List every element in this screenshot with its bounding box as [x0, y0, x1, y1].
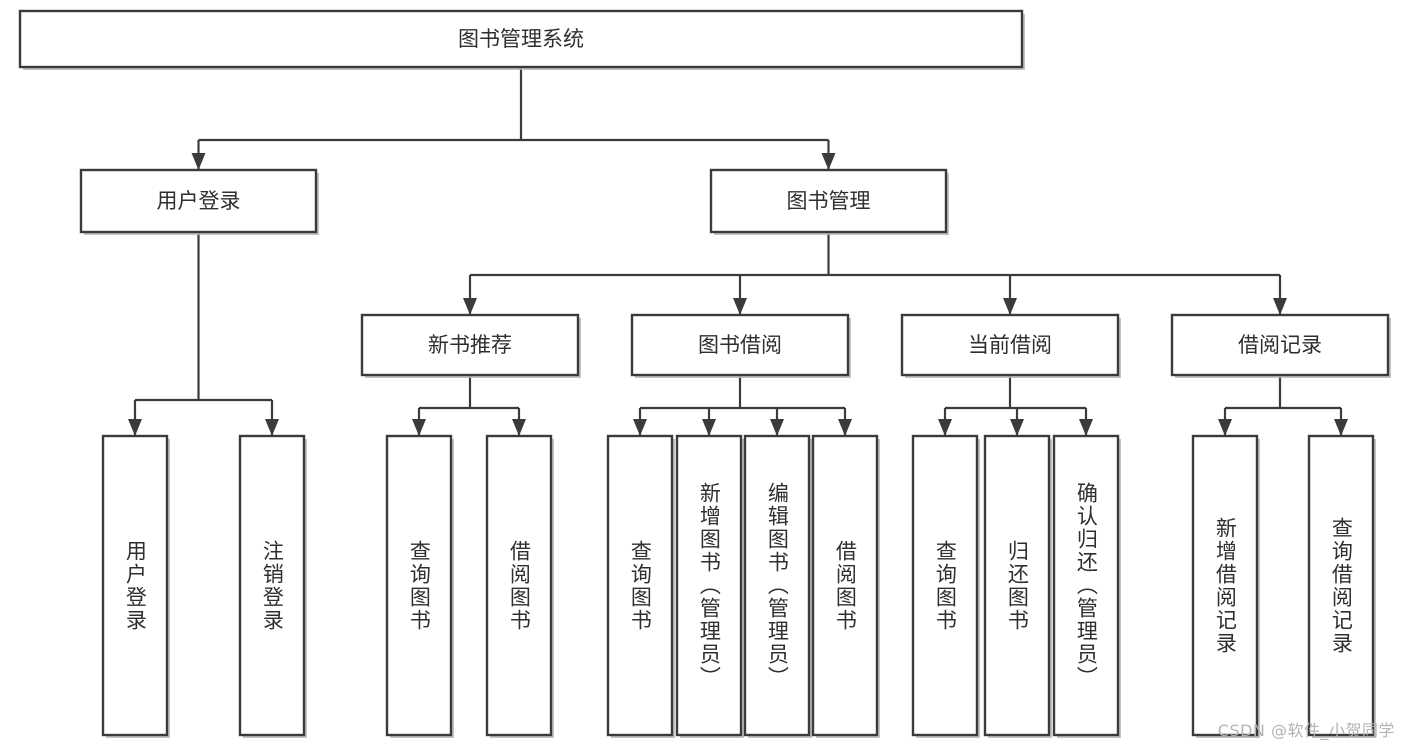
root-node-system[interactable]: 图书管理系统	[18, 9, 1025, 70]
arrow-head-icon	[412, 419, 426, 436]
leaf-node-1[interactable]	[101, 434, 170, 738]
leaf-node-13-rect[interactable]	[1307, 434, 1375, 737]
leaf-node-8-rect[interactable]	[811, 434, 879, 737]
leaf-node-8[interactable]	[811, 434, 880, 738]
level2-node-1-label: 新书推荐	[428, 333, 512, 357]
arrow-head-icon	[1273, 298, 1287, 315]
arrow-head-icon	[1218, 419, 1232, 436]
arrow-head-icon	[770, 419, 784, 436]
level2-node-3[interactable]: 当前借阅	[900, 313, 1121, 378]
leaf-node-4-rect[interactable]	[485, 434, 553, 737]
level2-node-1[interactable]: 新书推荐	[360, 313, 581, 378]
arrow-head-icon	[702, 419, 716, 436]
leaf-node-2-rect[interactable]	[238, 434, 306, 737]
leaf-node-9[interactable]	[911, 434, 980, 738]
level1-node-1-rect[interactable]	[79, 168, 318, 234]
leaf-node-6[interactable]	[675, 434, 744, 738]
arrow-head-icon	[1003, 298, 1017, 315]
edge-group	[191, 67, 836, 170]
watermark-credit: CSDN @软件_小贺同学	[1217, 721, 1395, 740]
level2-node-4[interactable]: 借阅记录	[1170, 313, 1391, 378]
edges-layer	[128, 67, 1348, 436]
arrow-head-icon	[265, 419, 279, 436]
arrow-head-icon	[838, 419, 852, 436]
arrow-head-icon	[191, 153, 206, 170]
edge-group	[412, 375, 526, 436]
level2-node-4-rect[interactable]	[1170, 313, 1390, 377]
arrow-head-icon	[633, 419, 647, 436]
edge-group	[463, 232, 1287, 315]
arrow-head-icon	[1010, 419, 1024, 436]
root-node-system-rect[interactable]	[18, 9, 1024, 69]
level2-node-2[interactable]: 图书借阅	[630, 313, 851, 378]
leaf-node-6-rect[interactable]	[675, 434, 743, 737]
level2-node-4-label: 借阅记录	[1238, 333, 1322, 357]
level2-node-1-rect[interactable]	[360, 313, 580, 377]
level1-node-1-label: 用户登录	[157, 189, 241, 213]
level1-node-2-rect[interactable]	[709, 168, 948, 234]
level2-node-2-label: 图书借阅	[698, 333, 782, 357]
level2-node-3-label: 当前借阅	[968, 333, 1052, 357]
level1-node-2-label: 图书管理	[787, 189, 871, 213]
leaf-node-5-rect[interactable]	[606, 434, 674, 737]
leaf-node-11-rect[interactable]	[1052, 434, 1120, 737]
edge-group	[1218, 375, 1348, 436]
leaf-node-2[interactable]	[238, 434, 307, 738]
level2-node-3-rect[interactable]	[900, 313, 1120, 377]
leaf-node-11[interactable]	[1052, 434, 1121, 738]
arrow-head-icon	[733, 298, 747, 315]
leaf-node-9-rect[interactable]	[911, 434, 979, 737]
arrow-head-icon	[938, 419, 952, 436]
leaf-node-7[interactable]	[743, 434, 812, 738]
leaf-node-5[interactable]	[606, 434, 675, 738]
arrow-head-icon	[512, 419, 526, 436]
leaf-node-4[interactable]	[485, 434, 554, 738]
arrow-head-icon	[463, 298, 477, 315]
leaf-node-3-rect[interactable]	[385, 434, 453, 737]
arrow-head-icon	[1334, 419, 1348, 436]
edge-group	[633, 375, 852, 436]
leaf-node-13[interactable]	[1307, 434, 1376, 738]
level2-node-2-rect[interactable]	[630, 313, 850, 377]
leaf-node-12-rect[interactable]	[1191, 434, 1259, 737]
level1-node-2[interactable]: 图书管理	[709, 168, 949, 235]
leaf-node-3[interactable]	[385, 434, 454, 738]
leaf-node-1-rect[interactable]	[101, 434, 169, 737]
arrow-head-icon	[128, 419, 142, 436]
root-node-system-label: 图书管理系统	[458, 27, 584, 51]
arrow-head-icon	[821, 153, 836, 170]
leaf-node-10[interactable]	[983, 434, 1052, 738]
edge-group	[128, 232, 279, 436]
arrow-head-icon	[1079, 419, 1093, 436]
leaf-node-12[interactable]	[1191, 434, 1260, 738]
leaf-node-10-rect[interactable]	[983, 434, 1051, 737]
edge-group	[938, 375, 1093, 436]
leaf-node-7-rect[interactable]	[743, 434, 811, 737]
level1-node-1[interactable]: 用户登录	[79, 168, 319, 235]
